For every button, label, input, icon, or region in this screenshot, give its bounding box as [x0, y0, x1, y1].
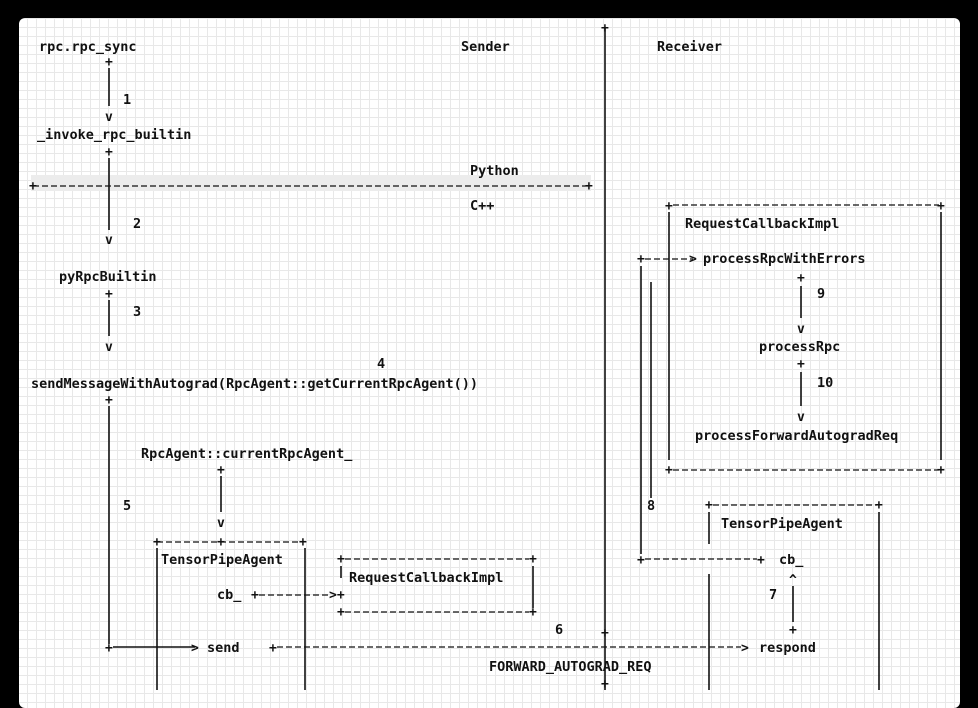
svg-text:v: v [217, 516, 225, 531]
label-process-forward-autograd-req: processForwardAutogradReq [695, 428, 898, 444]
receiver-tensorpipe-box: + + ^ + [705, 498, 883, 690]
label-receiver-tensorpipe-agent: TensorPipeAgent [721, 516, 843, 532]
label-invoke-rpc-builtin: _invoke_rpc_builtin [37, 127, 191, 143]
svg-text:+: + [585, 179, 593, 194]
label-cpp: C++ [470, 198, 494, 214]
svg-text:+: + [251, 588, 259, 603]
svg-text:+: + [529, 552, 537, 567]
sender-receiver-divider: + + + [601, 21, 609, 690]
step-5: 5 [123, 498, 131, 514]
svg-text:+: + [529, 605, 537, 620]
receiver-inner-flow: + > + + + v + v [637, 252, 805, 568]
python-cpp-separator: + + [29, 179, 593, 194]
svg-text:+: + [875, 498, 883, 513]
label-process-rpc-with-errors: processRpcWithErrors [703, 251, 866, 267]
svg-text:+: + [105, 287, 113, 302]
svg-text:+: + [937, 199, 945, 214]
svg-text:+: + [789, 623, 797, 638]
label-current-rpc-agent: RpcAgent::currentRpcAgent_ [141, 446, 353, 462]
receiver-request-callback-box: + + + + [665, 199, 945, 478]
svg-text:>: > [191, 641, 199, 656]
svg-text:+: + [337, 552, 345, 567]
svg-text:+: + [153, 535, 161, 550]
label-send: send [207, 640, 240, 656]
svg-text:+: + [601, 21, 609, 36]
step-9: 9 [817, 286, 825, 302]
svg-text:+: + [637, 553, 645, 568]
step-6: 6 [555, 622, 563, 638]
svg-text:^: ^ [789, 573, 797, 588]
label-sender-tensorpipe-agent: TensorPipeAgent [161, 552, 283, 568]
label-sender: Sender [461, 39, 510, 55]
forward-request-arrow: + > [269, 641, 749, 656]
svg-text:>: > [741, 641, 749, 656]
step-7: 7 [769, 587, 777, 603]
step-4: 4 [377, 356, 385, 372]
svg-text:+: + [937, 463, 945, 478]
label-receiver-request-callback-impl: RequestCallbackImpl [685, 216, 839, 232]
svg-text:+: + [105, 55, 113, 70]
label-send-message-with-autograd: sendMessageWithAutograd(RpcAgent::getCur… [31, 376, 478, 392]
label-sender-cb: cb_ [217, 587, 242, 603]
step-1: 1 [123, 92, 131, 108]
svg-text:+: + [797, 271, 805, 286]
svg-text:+: + [665, 199, 673, 214]
svg-text:+: + [105, 641, 113, 656]
label-receiver-cb: cb_ [779, 552, 804, 568]
svg-text:+: + [601, 677, 609, 690]
svg-text:+: + [269, 641, 277, 656]
row-highlights [31, 175, 591, 191]
label-receiver: Receiver [657, 39, 722, 55]
step-8: 8 [647, 498, 655, 514]
sender-request-callback-box: + + + + + >+ [251, 552, 537, 620]
svg-text:v: v [105, 110, 113, 125]
svg-text:v: v [797, 410, 805, 425]
svg-text:+: + [217, 535, 225, 550]
svg-text:+: + [105, 145, 113, 160]
label-python: Python [470, 163, 519, 179]
label-respond: respond [759, 640, 816, 656]
svg-text:+: + [337, 605, 345, 620]
svg-text:+: + [665, 463, 673, 478]
label-sender-request-callback-impl: RequestCallbackImpl [349, 570, 503, 586]
sequence-diagram: + + + + + + v + v + v + + > + v + + [29, 21, 945, 690]
svg-text:+: + [217, 463, 225, 478]
sender-tensorpipe-box: + + + [153, 535, 307, 690]
step-10: 10 [817, 375, 833, 391]
label-process-rpc: processRpc [759, 339, 840, 355]
svg-text:+: + [105, 393, 113, 408]
sender-main-flow: + v + v + v + + > + v [105, 55, 225, 656]
svg-text:v: v [797, 322, 805, 337]
diagram-canvas: + + + + + + v + v + v + + > + v + + [19, 18, 960, 708]
svg-text:+: + [299, 535, 307, 550]
svg-text:v: v [105, 233, 113, 248]
svg-text:>: > [689, 252, 697, 267]
step-2: 2 [133, 216, 141, 232]
svg-text:+: + [797, 357, 805, 372]
label-forward-autograd-req: FORWARD_AUTOGRAD_REQ [489, 659, 652, 675]
step-3: 3 [133, 304, 141, 320]
label-py-rpc-builtin: pyRpcBuiltin [59, 269, 157, 285]
svg-text:v: v [105, 340, 113, 355]
svg-text:+: + [601, 626, 609, 641]
svg-text:>+: >+ [329, 588, 345, 603]
label-rpc-sync: rpc.rpc_sync [39, 39, 137, 55]
svg-text:+: + [705, 498, 713, 513]
svg-text:+: + [757, 553, 765, 568]
svg-text:+: + [29, 179, 37, 194]
svg-text:+: + [637, 252, 645, 267]
